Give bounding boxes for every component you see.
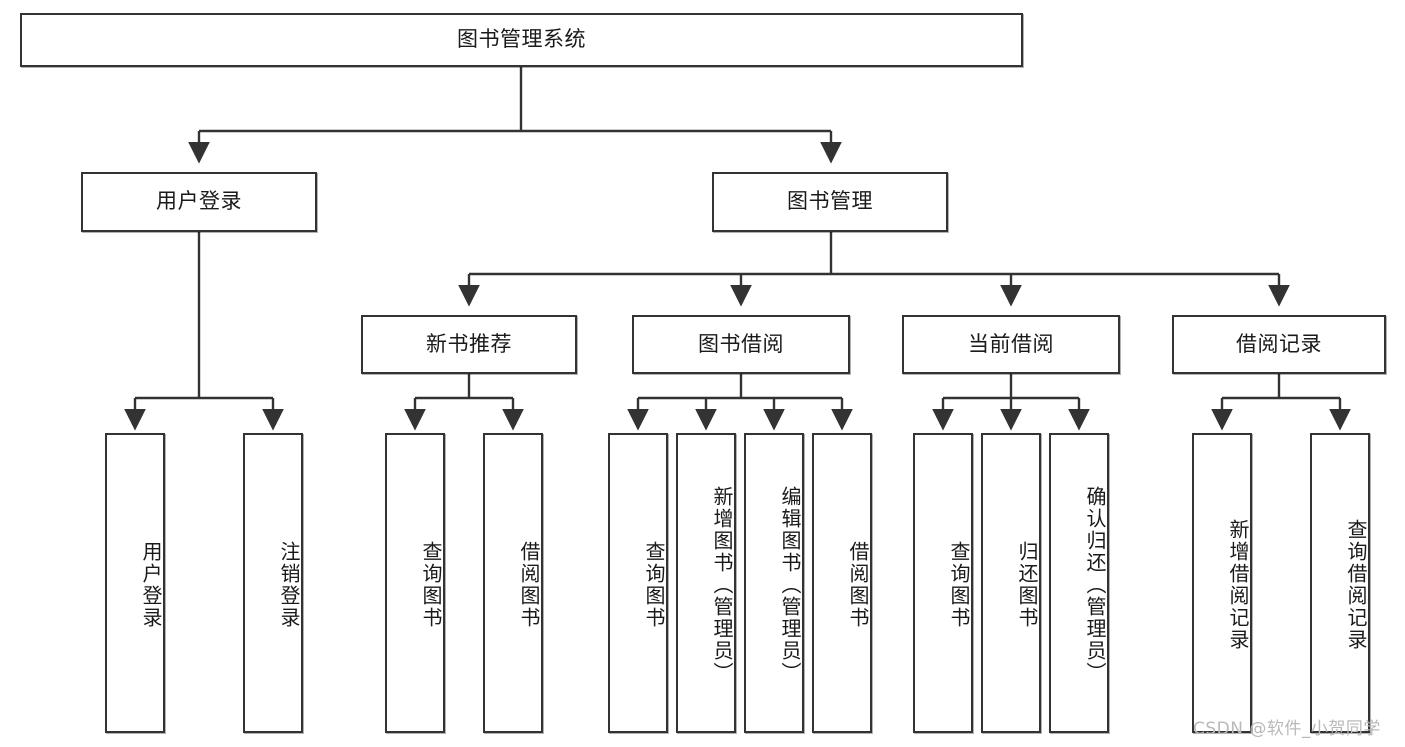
node-leaf-query-book-3[interactable]: 查询图书 (913, 433, 973, 733)
node-leaf-logout-login[interactable]: 注销登录 (243, 433, 303, 733)
node-current-borrow[interactable]: 当前借阅 (902, 315, 1120, 374)
node-user-login-label: 用户登录 (156, 189, 242, 214)
node-leaf-return-book[interactable]: 归还图书 (981, 433, 1041, 733)
csdn-watermark: CSDN @软件_小贺同学 (1193, 719, 1381, 739)
node-leaf-add-book-admin[interactable]: 新增图书（管理员） (676, 433, 736, 733)
node-leaf-borrow-book-2[interactable]: 借阅图书 (812, 433, 872, 733)
node-new-book-recommend-label: 新书推荐 (426, 331, 512, 356)
node-leaf-return-book-label: 归还图书 (1015, 541, 1039, 629)
node-leaf-query-borrow-record-label: 查询借阅记录 (1344, 519, 1368, 651)
node-user-login[interactable]: 用户登录 (81, 172, 317, 232)
node-leaf-logout-login-label: 注销登录 (277, 541, 301, 629)
node-leaf-borrow-book-1-label: 借阅图书 (517, 541, 541, 629)
node-leaf-user-login[interactable]: 用户登录 (105, 433, 165, 733)
node-borrow-record-label: 借阅记录 (1236, 331, 1322, 356)
node-root-system-label: 图书管理系统 (457, 27, 586, 52)
node-leaf-confirm-return-admin-label: 确认归还（管理员） (1083, 486, 1107, 684)
node-leaf-borrow-book-1[interactable]: 借阅图书 (483, 433, 543, 733)
node-leaf-query-book-3-label: 查询图书 (947, 541, 971, 629)
node-leaf-add-book-admin-label: 新增图书（管理员） (710, 486, 734, 684)
node-book-manage[interactable]: 图书管理 (712, 172, 948, 232)
node-leaf-add-borrow-record-label: 新增借阅记录 (1226, 519, 1250, 651)
node-current-borrow-label: 当前借阅 (968, 331, 1054, 356)
node-new-book-recommend[interactable]: 新书推荐 (361, 315, 577, 374)
node-leaf-user-login-label: 用户登录 (139, 541, 163, 629)
node-leaf-query-book-2-label: 查询图书 (642, 541, 666, 629)
node-leaf-confirm-return-admin[interactable]: 确认归还（管理员） (1049, 433, 1109, 733)
node-leaf-borrow-book-2-label: 借阅图书 (846, 541, 870, 629)
node-leaf-query-book-2[interactable]: 查询图书 (608, 433, 668, 733)
node-book-borrow-label: 图书借阅 (698, 331, 784, 356)
node-leaf-edit-book-admin[interactable]: 编辑图书（管理员） (744, 433, 804, 733)
node-book-manage-label: 图书管理 (787, 189, 873, 214)
node-leaf-edit-book-admin-label: 编辑图书（管理员） (778, 486, 802, 684)
node-leaf-add-borrow-record[interactable]: 新增借阅记录 (1192, 433, 1252, 733)
node-leaf-query-book-1-label: 查询图书 (419, 541, 443, 629)
node-borrow-record[interactable]: 借阅记录 (1172, 315, 1386, 374)
node-leaf-query-book-1[interactable]: 查询图书 (385, 433, 445, 733)
node-book-borrow[interactable]: 图书借阅 (632, 315, 850, 374)
node-root-system[interactable]: 图书管理系统 (20, 13, 1023, 67)
node-leaf-query-borrow-record[interactable]: 查询借阅记录 (1310, 433, 1370, 733)
